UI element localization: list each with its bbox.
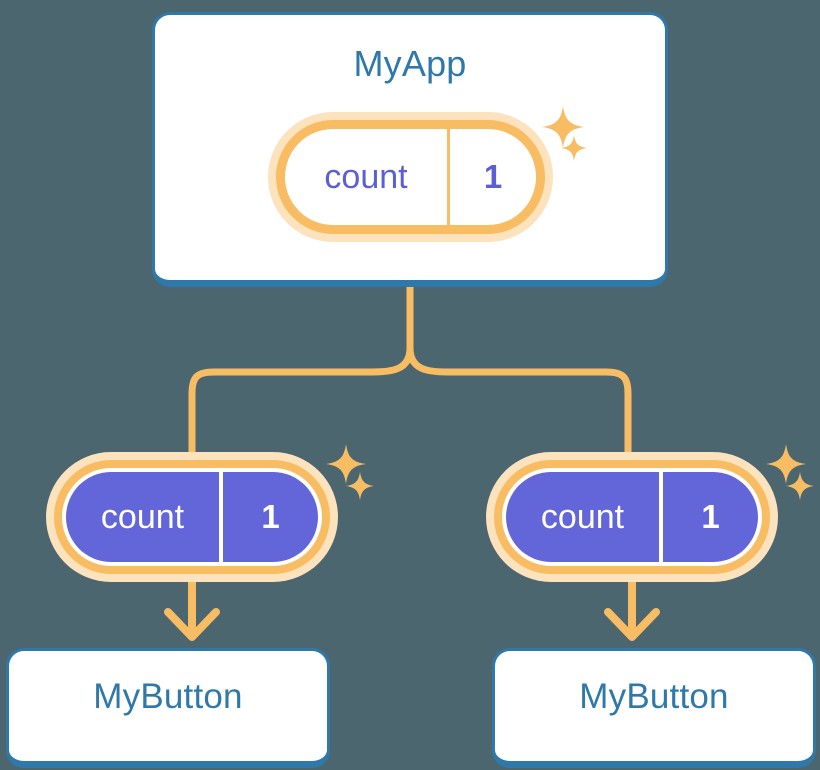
- state-key-label: count: [66, 472, 223, 562]
- state-pill-inner: count 1: [506, 472, 758, 562]
- component-card-mybutton-left[interactable]: MyButton: [6, 648, 330, 768]
- state-key-label: count: [285, 129, 450, 225]
- sparkle-icon-left-large: [326, 444, 366, 484]
- state-value-label: 1: [261, 498, 280, 535]
- component-label-myapp: MyApp: [353, 43, 467, 84]
- state-value-label: 1: [483, 158, 503, 195]
- state-key-label: count: [506, 472, 663, 562]
- state-pill-body: count 1: [54, 460, 330, 574]
- state-pill-child-left[interactable]: count 1: [46, 452, 338, 582]
- sparkle-icon-right-small: [786, 472, 814, 500]
- connector-left-branch: [188, 283, 414, 456]
- connector-right-branch: [406, 283, 632, 456]
- sparkle-icon-left-small: [346, 472, 374, 500]
- component-label-mybutton-right: MyButton: [579, 677, 729, 716]
- state-pill-body: count 1: [494, 460, 770, 574]
- state-pill-myapp[interactable]: count 1: [268, 112, 553, 242]
- component-label-mybutton-left: MyButton: [93, 677, 243, 716]
- state-pill-body: count 1: [276, 120, 545, 234]
- state-value-label: 1: [701, 498, 720, 535]
- sparkle-icon-right-large: [766, 444, 806, 484]
- state-pill-child-right[interactable]: count 1: [486, 452, 778, 582]
- state-pill-inner: count 1: [66, 472, 318, 562]
- component-card-mybutton-right[interactable]: MyButton: [492, 648, 816, 768]
